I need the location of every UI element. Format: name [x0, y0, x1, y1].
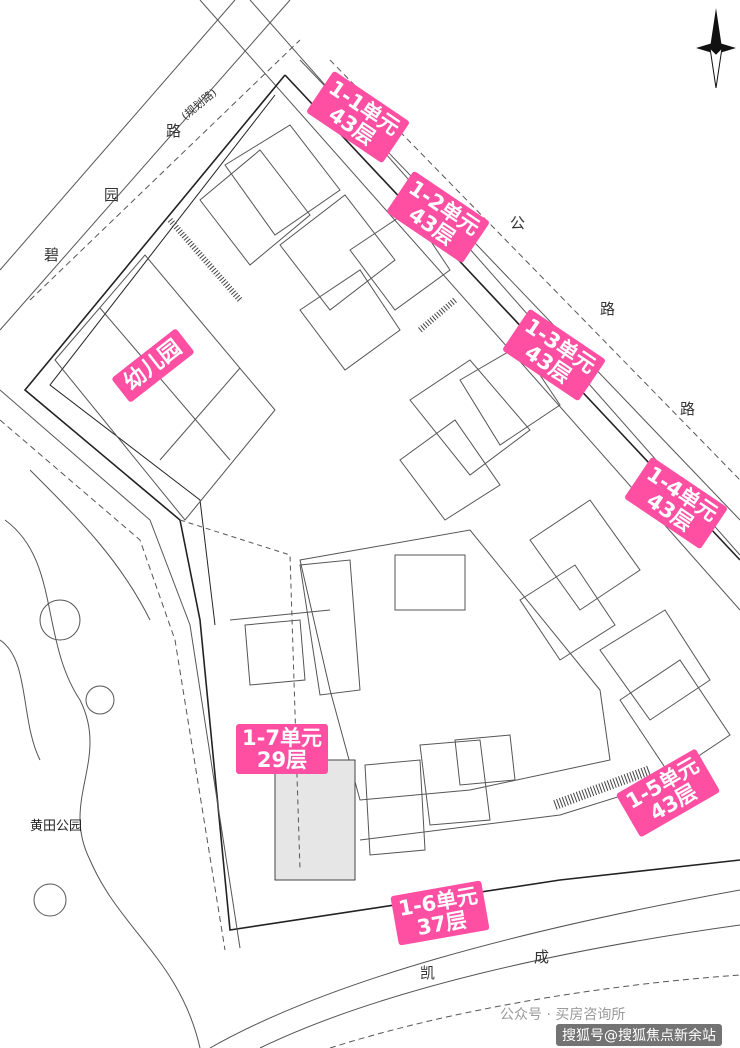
road-label-yuan: 园	[104, 186, 120, 204]
unit-label-1-7: 1-7单元 29层	[236, 724, 328, 775]
road-label-kai: 凯	[420, 964, 436, 982]
road-label-lu-right-2: 路	[680, 400, 696, 418]
road-label-gong: 公	[510, 214, 526, 232]
road-label-cheng: 成	[534, 948, 550, 966]
north-arrow-icon	[696, 8, 736, 88]
road-label-lu-right-1: 路	[600, 300, 616, 318]
road-label-lu-left: 路	[166, 122, 182, 140]
park-label: 黄田公园	[30, 819, 83, 834]
watermark-sohu: 搜狐号@搜狐焦点新余站	[556, 1024, 722, 1046]
road-label-bi: 碧	[44, 246, 60, 264]
watermark-wechat: 公众号 · 买房咨询所	[500, 1007, 626, 1023]
